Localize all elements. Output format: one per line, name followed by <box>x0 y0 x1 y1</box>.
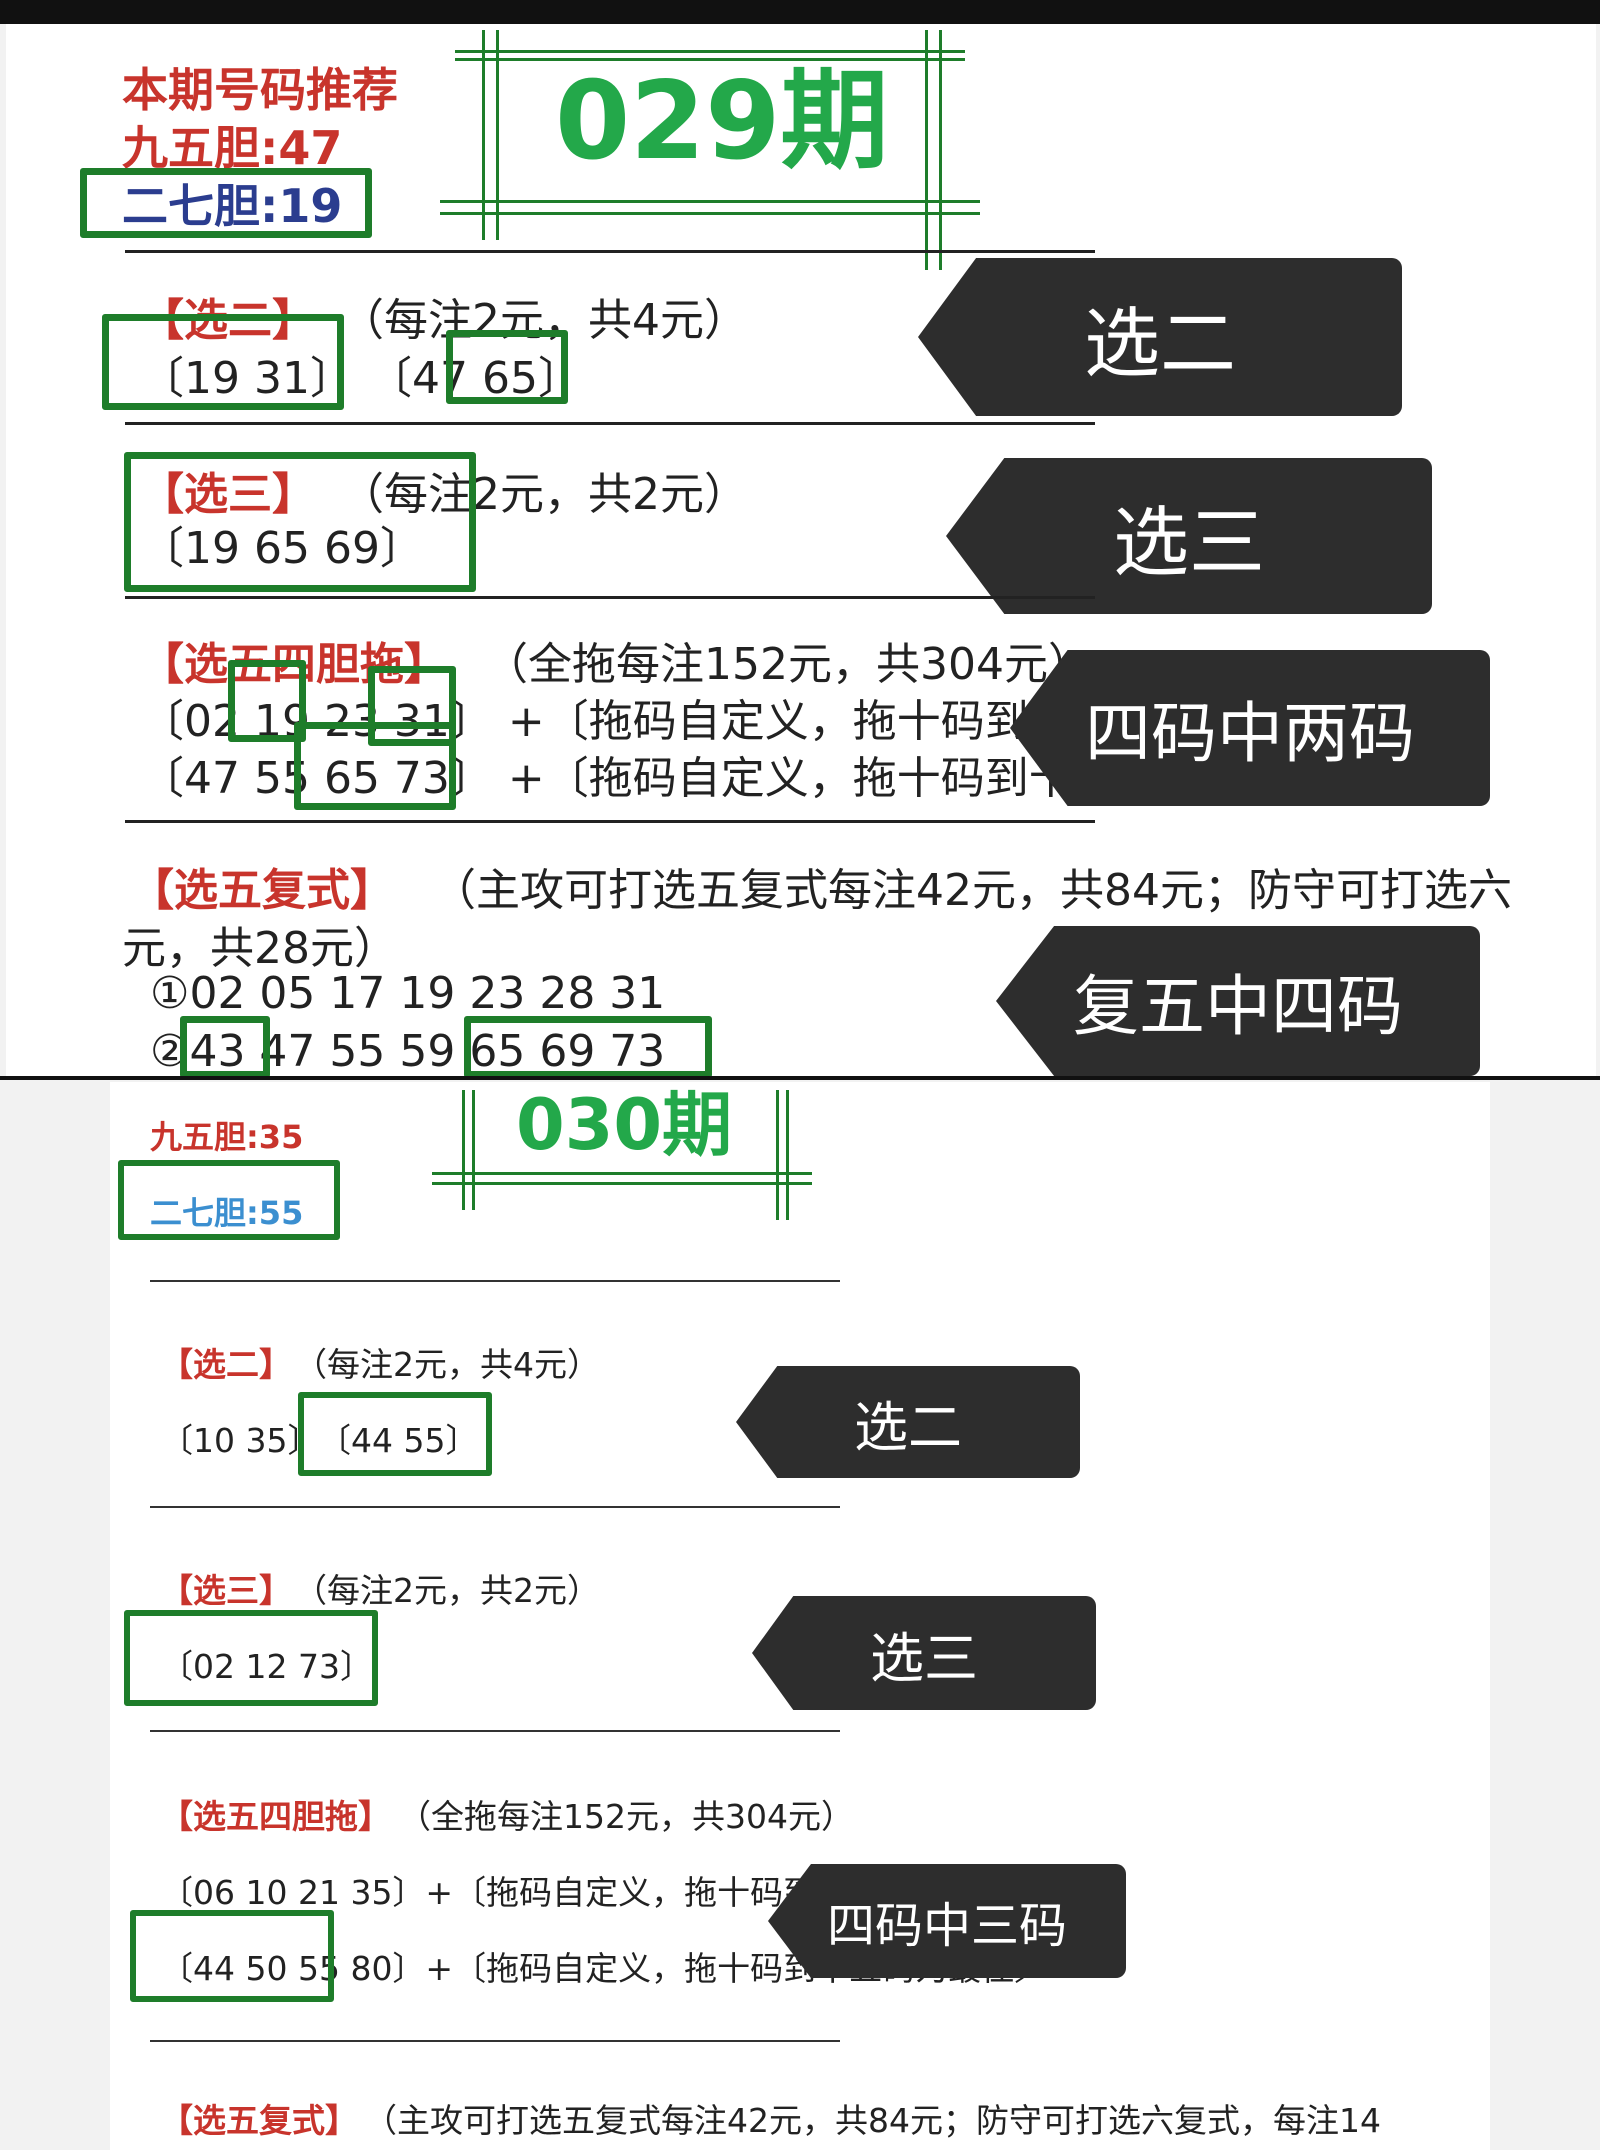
tag-xuan2: 选二 <box>918 258 1402 416</box>
xuan3-combo: 〔02 12 73〕 <box>160 1647 373 1686</box>
recommend-heading: 本期号码推荐 <box>122 63 398 117</box>
xuan2-note: （每注2元，共4元） <box>294 1345 600 1384</box>
separator <box>125 422 1095 425</box>
dantuo-note: （全拖每注152元，共304元） <box>484 639 1092 690</box>
xuan2-combo-2: 〔44 55〕 <box>318 1421 479 1460</box>
tag-fushi: 复五中四码 <box>996 926 1480 1076</box>
title-frame-line <box>455 58 965 61</box>
title-frame-line <box>925 30 928 270</box>
tag-dantuo: 四码中三码 <box>768 1864 1126 1978</box>
xuan3-note: （每注2元，共2元） <box>340 469 748 520</box>
dan-95-label: 九五胆:47 <box>122 121 343 175</box>
tag-dantuo: 四码中两码 <box>1010 650 1490 806</box>
title-frame-line <box>462 1090 465 1210</box>
xuan2-combo-1: 〔10 35〕 <box>160 1421 321 1460</box>
highlight-box <box>464 1016 712 1078</box>
title-frame-line <box>432 1182 812 1185</box>
xuan2-label: 【选二】 <box>160 1345 292 1384</box>
top-bar <box>0 0 1600 24</box>
title-frame-line <box>432 1172 812 1175</box>
highlight-box <box>102 314 344 410</box>
separator <box>150 1280 840 1282</box>
title-frame-line <box>440 200 980 203</box>
highlight-box <box>124 452 476 592</box>
panel-divider <box>0 1076 1600 1080</box>
xuan3-note: （每注2元，共2元） <box>294 1571 600 1610</box>
xuan3-label: 【选三】 <box>140 469 316 520</box>
tag-xuan2: 选二 <box>736 1366 1080 1478</box>
xuan2-combo-1: 〔19 31〕 <box>140 353 354 404</box>
dan-27-label: 二七胆:55 <box>150 1194 304 1232</box>
separator <box>125 596 1095 599</box>
dantuo-label: 【选五四胆拖】 <box>160 1797 391 1836</box>
title-frame-line <box>786 1090 789 1220</box>
fushi-note: （主攻可打选五复式每注42元，共84元；防守可打选六复式，每注14 <box>364 2101 1381 2140</box>
fushi-line-1: ①02 05 17 19 23 28 31 <box>150 968 666 1019</box>
dan-95-label: 九五胆:35 <box>150 1118 304 1156</box>
xuan3-label: 【选三】 <box>160 1571 292 1610</box>
fushi-note-cont: 元，共28元） <box>122 923 398 974</box>
dan-27-label: 二七胆:19 <box>122 179 343 233</box>
highlight-box <box>298 1392 492 1476</box>
separator <box>150 2040 840 2042</box>
fushi-label: 【选五复式】 <box>130 865 394 916</box>
fushi-line-2: ②43 47 55 59 65 69 73 <box>150 1026 666 1077</box>
period-title: 029期 <box>555 59 889 184</box>
fushi-note: （主攻可打选五复式每注42元，共84元；防守可打选六 <box>432 865 1512 916</box>
tag-xuan3: 选三 <box>946 458 1432 614</box>
title-frame-line <box>939 30 942 270</box>
highlight-box <box>118 1160 340 1240</box>
highlight-box <box>294 722 456 810</box>
highlight-box <box>124 1610 378 1706</box>
title-frame-line <box>455 50 965 53</box>
period-title: 030期 <box>516 1084 733 1166</box>
separator <box>125 820 1095 823</box>
dantuo-note: （全拖每注152元，共304元） <box>398 1797 854 1836</box>
tag-xuan3: 选三 <box>752 1596 1096 1710</box>
fushi-label: 【选五复式】 <box>160 2101 358 2140</box>
highlight-box <box>80 168 372 238</box>
xuan3-combo: 〔19 65 69〕 <box>140 523 424 574</box>
title-frame-line <box>496 30 499 240</box>
title-frame-line <box>440 212 980 215</box>
separator <box>125 250 1095 253</box>
separator <box>150 1506 840 1508</box>
highlight-box <box>130 1910 334 2002</box>
xuan2-note: （每注2元，共4元） <box>340 295 748 346</box>
title-frame-line <box>482 30 485 240</box>
separator <box>150 1730 840 1732</box>
title-frame-line <box>776 1090 779 1220</box>
highlight-box <box>180 1016 270 1078</box>
xuan2-combo-2: 〔47 65〕 <box>368 353 582 404</box>
highlight-box <box>228 660 306 742</box>
highlight-box <box>446 330 568 404</box>
highlight-box <box>368 666 456 746</box>
title-frame-line <box>472 1090 475 1210</box>
